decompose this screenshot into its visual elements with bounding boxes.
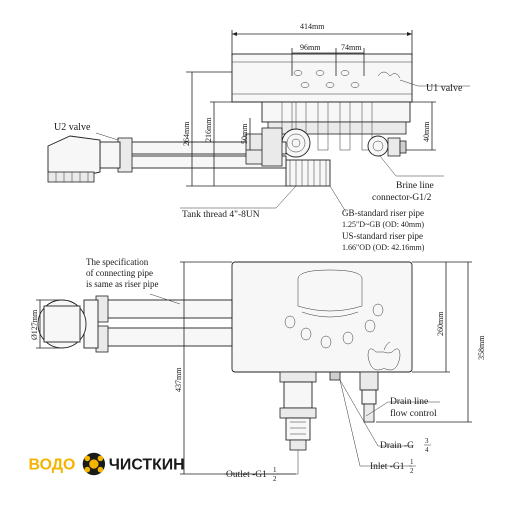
us-riser-spec: 1.66"OD (OD: 42.16mm) (342, 243, 425, 252)
brine-fitting-icon (367, 135, 389, 157)
drain-flow-control (359, 371, 379, 391)
front-view (36, 261, 472, 475)
top-view (47, 30, 470, 213)
inlet-frac-num: 1 (410, 458, 414, 466)
control-panel (297, 269, 363, 312)
dim-74: 74mm (341, 43, 362, 52)
dim-414: 414mm (300, 22, 325, 31)
spec-note-line3: is same as riser pipe (86, 279, 158, 289)
dim-437: 437mm (174, 367, 183, 392)
inlet-label: Inlet -G1 (370, 462, 405, 472)
gb-riser-label: GB-standard riser pipe (342, 208, 424, 218)
logo-ball-icon (82, 452, 106, 476)
outlet-frac-num: 1 (273, 466, 277, 474)
logo-text-part1: ВОДО (29, 457, 76, 474)
drain-g-frac-den: 4 (425, 446, 429, 454)
dim-40: 40mm (422, 121, 431, 142)
dim-264: 264mm (182, 121, 191, 146)
spec-note-line1: The specification (86, 257, 149, 267)
brine-line-connector-label: connector-G1/2 (372, 193, 432, 203)
logo-text-part2: ЧИСТКИН (109, 457, 185, 474)
drain-g-frac-num: 3 (425, 437, 429, 445)
front-pipe-lower (101, 327, 233, 347)
dim-216: 216mm (204, 117, 213, 142)
tank-thread-label: Tank thread 4"-8UN (182, 210, 260, 220)
dim-260: 260mm (436, 311, 445, 336)
dim-127: Ø127mm (30, 309, 39, 340)
u1-valve-head (231, 53, 413, 103)
valve-front-body (231, 261, 413, 373)
inlet-frac-den: 2 (410, 467, 414, 475)
dim-358: 358mm (477, 335, 486, 360)
us-riser-label: US-standard riser pipe (342, 231, 423, 241)
outlet-label: Outlet -G1 (226, 470, 267, 480)
brine-line-label: Brine line (396, 181, 434, 191)
flow-control-label: flow control (390, 408, 437, 419)
apple-icon (367, 348, 401, 371)
outlet-frac-den: 2 (273, 475, 277, 483)
drain-line-label: Drain line (390, 397, 428, 407)
outlet-fitting (285, 417, 311, 441)
dim-96: 96mm (300, 43, 321, 52)
u1-valve-label: U1 valve (426, 83, 463, 94)
spec-note-line2: of connecting pipe (86, 268, 153, 278)
front-pipe-upper (101, 299, 233, 319)
u2-valve-label: U2 valve (54, 122, 91, 133)
drain-g-label: Drain -G (380, 441, 414, 451)
brand-logo: ВОДО ЧИСТКИН (29, 452, 185, 476)
gb-riser-spec: 1.25"D~GB (OD: 40mm) (342, 220, 424, 229)
logo-mark-icon (377, 71, 401, 79)
labels: 414mm 96mm 74mm 264mm 216mm 50mm 40mm U1… (30, 22, 486, 483)
dim-50: 50mm (240, 123, 249, 144)
